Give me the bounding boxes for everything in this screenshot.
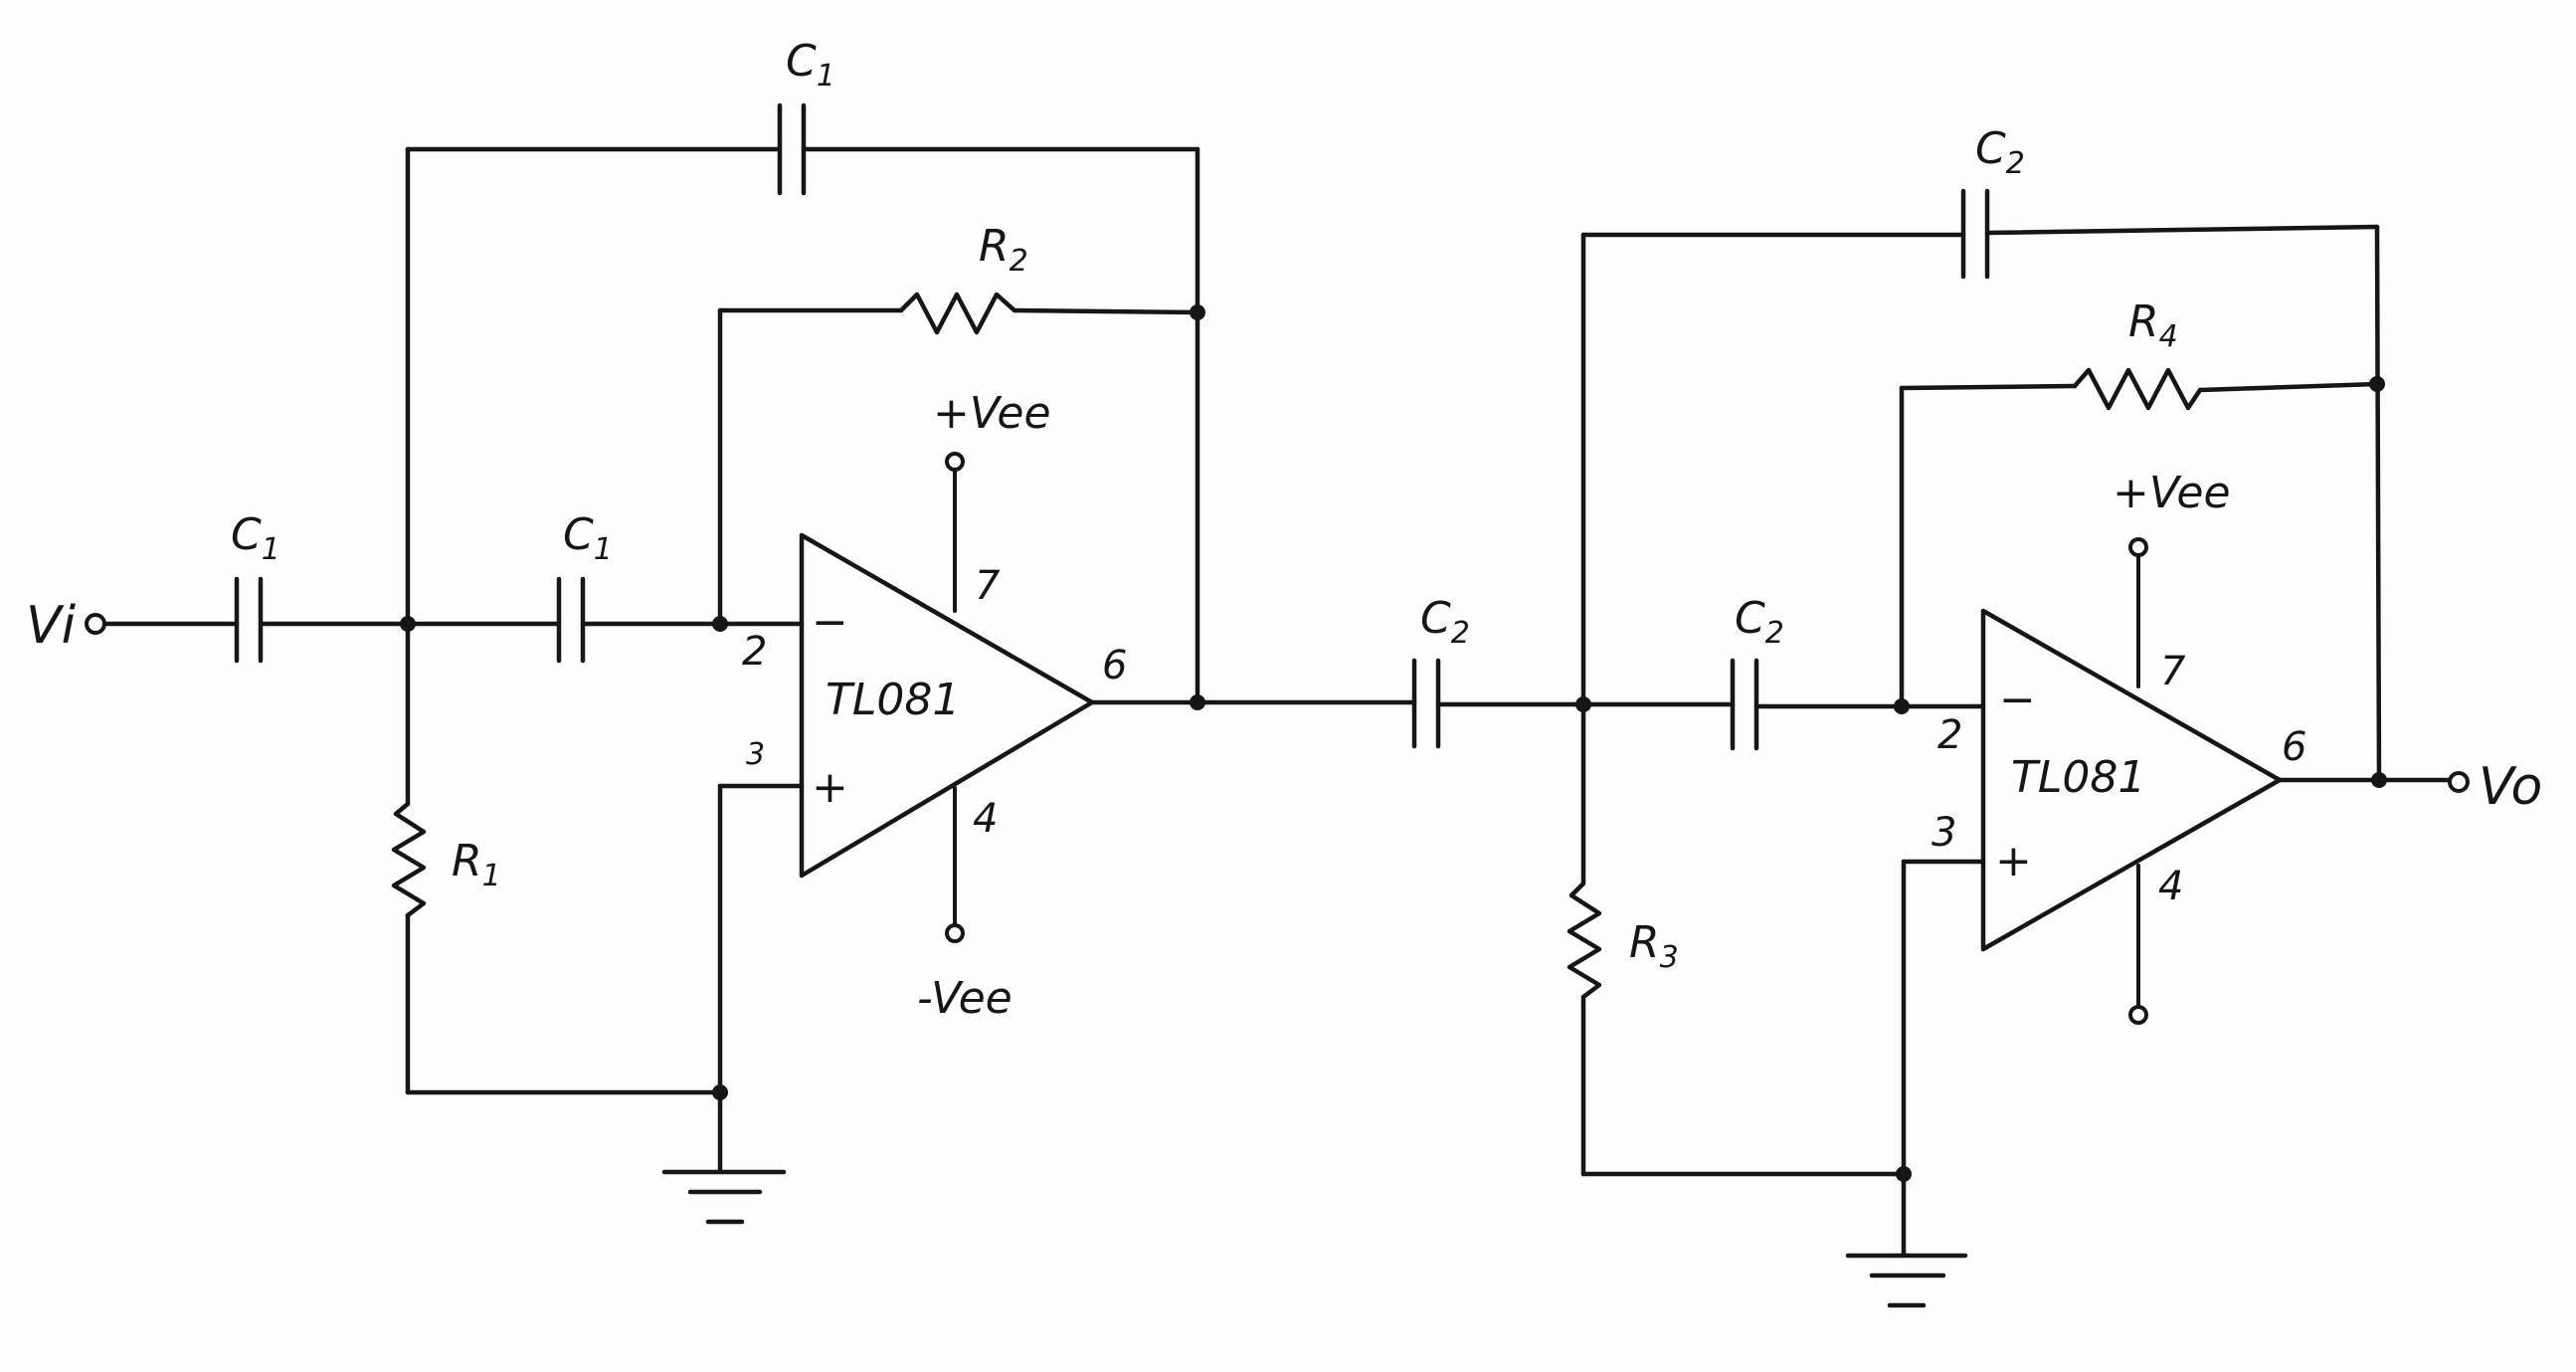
junction-inverting-1 <box>712 616 728 632</box>
junction-output-2 <box>2371 772 2387 788</box>
capacitor-c2-coupling <box>1411 658 1441 749</box>
opamp-2-inv-sign: − <box>1999 675 2036 725</box>
opamp-2-supply-pos: +Vee <box>2113 468 2231 518</box>
opamp-1-noninv-sign: + <box>812 762 848 813</box>
opamp-1-pin-7: 7 <box>975 563 1001 609</box>
resistor-r2 <box>898 292 1017 335</box>
opamp-1-pin-4: 4 <box>973 796 998 842</box>
opamp-2-noninv-sign: + <box>1995 836 2032 886</box>
opamp-2-pin-7: 7 <box>2160 649 2186 694</box>
label-c1-series: C1 <box>563 509 613 567</box>
capacitor-c2-series <box>1730 658 1759 751</box>
label-r4: R4 <box>2128 296 2178 354</box>
wire-r2-right <box>1012 307 1200 315</box>
wire-top-c2-right <box>1984 224 2380 236</box>
ground-icon-2 <box>1845 1171 1968 1308</box>
resistor-r1 <box>391 801 427 918</box>
opamp-2-label: TL081 <box>2011 752 2145 803</box>
opamp-1-pin-3: 3 <box>746 737 765 772</box>
opamp-2-pin-2: 2 <box>1937 712 1962 758</box>
labels: Vi Vo C1 C1 C1 R1 R2 TL081 − + 2 3 6 7 4… <box>26 36 2542 1024</box>
opamp-1-supply-neg: -Vee <box>917 973 1012 1024</box>
opamp-2-pin-6: 6 <box>2282 724 2306 770</box>
label-c2-series: C2 <box>1735 593 1784 651</box>
stage-2 <box>1411 188 2470 1308</box>
opamp-2-pin-4: 4 <box>2158 864 2183 909</box>
opamp-1-inv-sign: − <box>812 597 848 648</box>
resistor-r4 <box>2072 367 2203 411</box>
capacitor-c1-series <box>556 576 586 664</box>
wire-r4-left <box>1899 383 2078 391</box>
capacitor-c1-feedback <box>777 102 807 196</box>
resistor-r3 <box>1566 881 1602 1000</box>
vneg-terminal-1 <box>945 923 965 943</box>
label-r2: R2 <box>979 221 1028 279</box>
output-label: Vo <box>2479 757 2542 817</box>
wire-r4-right <box>2197 381 2380 393</box>
opamp-1-pin-2: 2 <box>742 629 767 675</box>
junction-inverting-2 <box>1894 698 1910 714</box>
opamp-1 <box>799 532 1095 879</box>
wire-output-2-vertical <box>2374 224 2382 783</box>
capacitor-c1-input <box>234 576 264 664</box>
label-r3: R3 <box>1629 917 1679 975</box>
junction-node-a <box>400 616 416 632</box>
opamp-2-pin-3: 3 <box>1932 810 1956 856</box>
opamp-1-supply-pos: +Vee <box>933 388 1051 439</box>
opamp-1-pin-6: 6 <box>1102 643 1127 688</box>
ground-icon-1 <box>661 1089 787 1225</box>
label-c1-input: C1 <box>231 509 280 567</box>
label-r1: R1 <box>452 836 501 893</box>
input-terminal <box>85 613 106 635</box>
input-label: Vi <box>26 596 77 656</box>
vpos-terminal-1 <box>945 452 965 472</box>
junction-r4-output <box>2369 376 2385 392</box>
opamp-2 <box>1980 608 2283 952</box>
junction-node-b <box>1575 696 1591 712</box>
stage-1 <box>85 102 1417 1225</box>
label-c1-feedback: C1 <box>786 36 835 94</box>
label-c2-coupling: C2 <box>1420 593 1470 651</box>
opamp-1-label: TL081 <box>826 675 960 725</box>
output-terminal <box>2448 771 2470 793</box>
junction-r2-output <box>1190 304 1205 320</box>
capacitor-c2-feedback <box>1960 188 1990 280</box>
junction-output-1 <box>1190 694 1205 710</box>
label-c2-feedback: C2 <box>1975 123 2025 181</box>
vpos-terminal-2 <box>2128 537 2148 557</box>
vneg-terminal-2 <box>2128 1005 2148 1025</box>
